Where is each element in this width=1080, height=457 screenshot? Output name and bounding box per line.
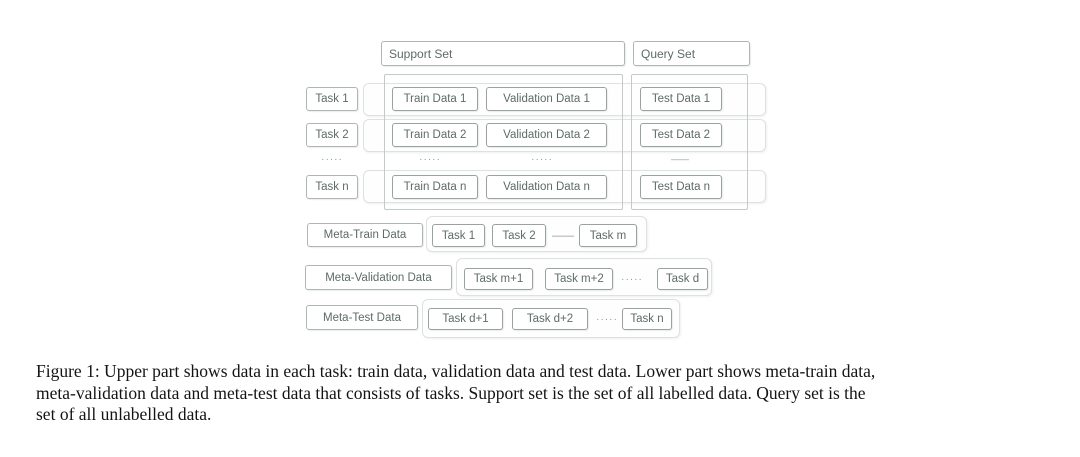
validation-column-ellipsis: ····· bbox=[531, 154, 553, 165]
caption-line-2: meta-validation data and meta-test data … bbox=[36, 382, 866, 403]
figure-caption: Figure 1: Upper part shows data in each … bbox=[36, 361, 1048, 426]
task-label-box-2: Task 2 bbox=[306, 123, 358, 147]
query-set-box: Query Set bbox=[633, 41, 750, 66]
meta-train-task-box-2: Task 2 bbox=[492, 224, 546, 247]
meta-test-task-box-d2: Task d+2 bbox=[512, 308, 588, 330]
meta-train-task-box-1: Task 1 bbox=[432, 224, 485, 247]
meta-validation-task-box-m1: Task m+1 bbox=[464, 268, 533, 290]
caption-line-1: Figure 1: Upper part shows data in each … bbox=[36, 361, 876, 381]
task-label-box-n: Task n bbox=[306, 175, 358, 199]
meta-test-task-box-d1: Task d+1 bbox=[428, 308, 503, 330]
task-label-box-1: Task 1 bbox=[306, 87, 358, 111]
test-data-box-n: Test Data n bbox=[640, 175, 722, 199]
meta-train-task-box-m: Task m bbox=[579, 224, 637, 247]
task-column-ellipsis: ····· bbox=[321, 154, 343, 165]
train-column-ellipsis: ····· bbox=[419, 154, 441, 165]
train-data-box-2: Train Data 2 bbox=[392, 123, 478, 147]
train-data-box-1: Train Data 1 bbox=[392, 87, 478, 111]
meta-test-separator: ····· bbox=[596, 313, 618, 325]
test-data-box-1: Test Data 1 bbox=[640, 87, 722, 111]
meta-validation-task-box-m2: Task m+2 bbox=[545, 268, 613, 290]
test-data-box-2: Test Data 2 bbox=[640, 123, 722, 147]
test-column-dash: —— bbox=[671, 154, 689, 164]
meta-validation-separator: ····· bbox=[621, 273, 643, 285]
validation-data-box-n: Validation Data n bbox=[486, 175, 607, 199]
support-set-container bbox=[384, 74, 623, 210]
train-data-box-n: Train Data n bbox=[392, 175, 478, 199]
meta-train-label-box: Meta-Train Data bbox=[307, 223, 423, 247]
validation-data-box-2: Validation Data 2 bbox=[486, 123, 607, 147]
validation-data-box-1: Validation Data 1 bbox=[486, 87, 607, 111]
meta-validation-task-box-d: Task d bbox=[657, 268, 708, 290]
caption-line-3: set of all unlabelled data. bbox=[36, 404, 212, 424]
meta-test-label-box: Meta-Test Data bbox=[306, 305, 418, 330]
meta-test-task-box-n: Task n bbox=[622, 308, 672, 330]
query-set-container bbox=[631, 74, 748, 210]
meta-train-separator: —— bbox=[552, 229, 574, 242]
support-set-box: Support Set bbox=[381, 41, 625, 66]
meta-validation-label-box: Meta-Validation Data bbox=[305, 265, 452, 290]
